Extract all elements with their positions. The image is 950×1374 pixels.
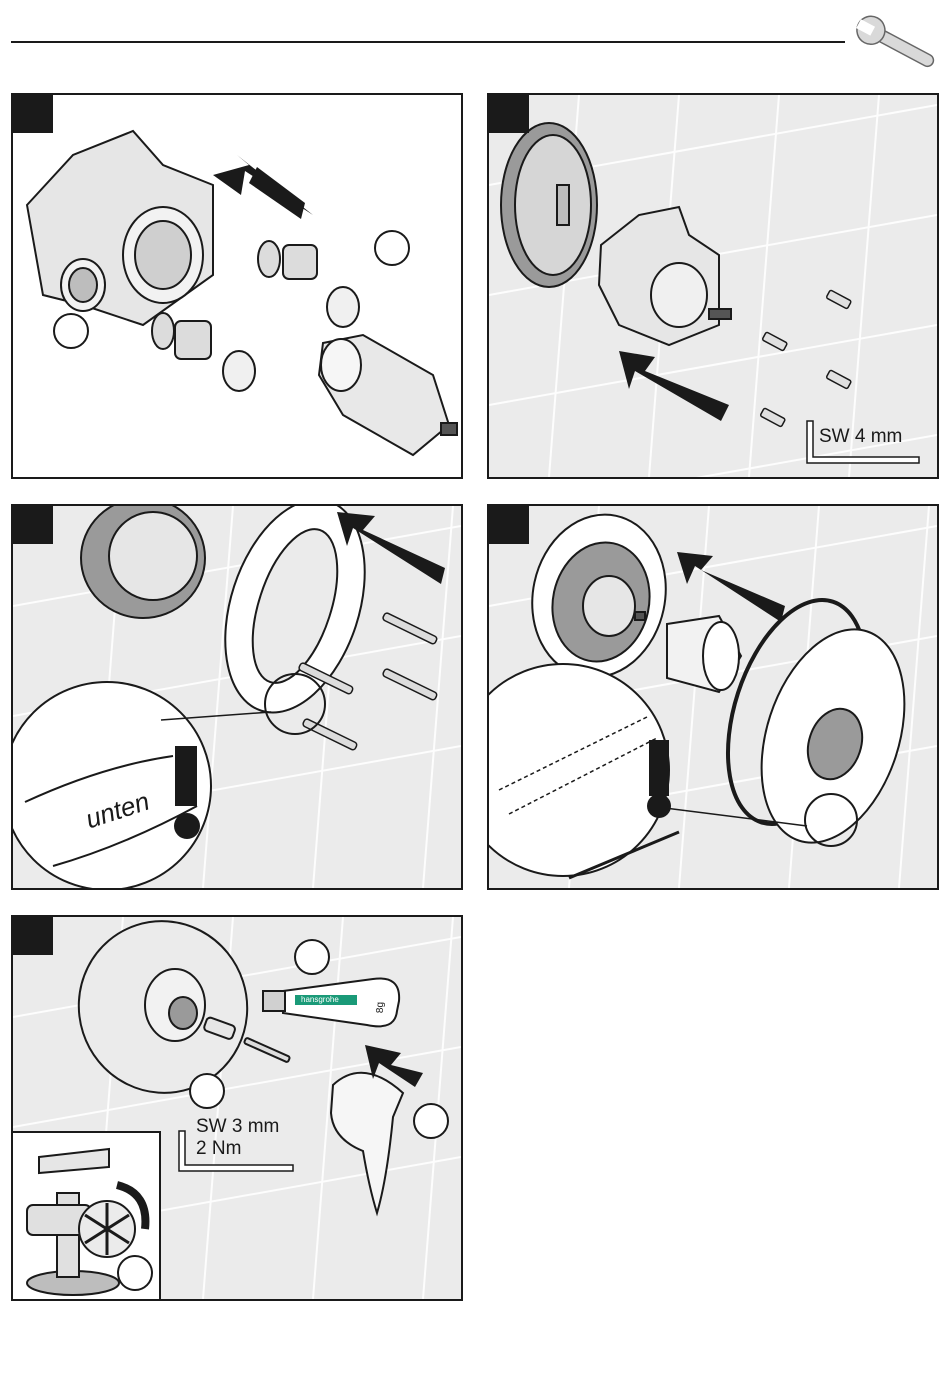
callout-circle [294,939,330,975]
step-panel-2: SW 4 mm [487,93,939,479]
torque-label: 2 Nm [196,1138,241,1159]
callout-circle [117,1255,153,1291]
step-number-badge [13,917,53,955]
callout-circle [374,230,410,266]
tool-size-label: SW 3 mm [196,1116,279,1137]
tube-brand-label: hansgrohe [301,995,339,1005]
step-number-badge [13,506,53,544]
step-number-badge [13,95,53,133]
callout-circle [413,1103,449,1139]
callout-circle [53,313,89,349]
step-number-badge [489,506,529,544]
wrench-icon [852,14,942,72]
cover-plate-illustration [489,506,937,888]
callout-circle [189,1073,225,1109]
rosette-plate-illustration [13,506,461,888]
step-panel-5: SW 3 mm 2 Nm hansgrohe 8g [11,915,463,1301]
header-rule [11,41,845,43]
valve-body-illustration [13,95,461,477]
detail-inset [13,1131,161,1299]
step-number-badge [489,95,529,133]
tube-size-label: 8g [370,1002,391,1013]
step-panel-4 [487,504,939,890]
step-panel-3: unten [11,504,463,890]
tool-size-label: SW 4 mm [819,426,902,447]
mounting-illustration [489,95,937,477]
step-panel-1 [11,93,463,479]
